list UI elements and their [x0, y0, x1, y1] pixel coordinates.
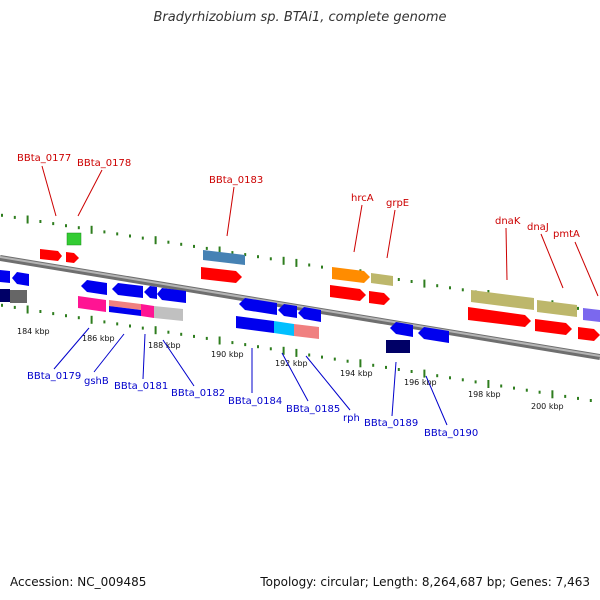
gene-feature[interactable]	[332, 267, 370, 283]
gene-label[interactable]: BBta_0184	[228, 396, 282, 407]
accession-text: Accession: NC_009485	[10, 575, 147, 589]
gene-feature[interactable]	[157, 288, 186, 303]
genome-title: Bradyrhizobium sp. BTAi1, complete genom…	[153, 10, 447, 25]
gene-features	[0, 232, 600, 353]
gene-label[interactable]: BBta_0178	[77, 158, 131, 169]
gene-feature[interactable]	[154, 306, 183, 321]
gene-feature[interactable]	[386, 340, 410, 353]
gene-feature[interactable]	[298, 307, 321, 322]
gene-feature[interactable]	[201, 267, 242, 283]
gene-label[interactable]: grpE	[386, 198, 409, 209]
gene-feature[interactable]	[81, 280, 107, 295]
gene-label[interactable]: BBta_0177	[17, 153, 71, 164]
tick-labels: 184 kbp 186 kbp 188 kbp 190 kbp 192 kbp …	[17, 327, 564, 411]
gene-feature[interactable]	[371, 273, 393, 286]
gene-feature[interactable]	[583, 308, 600, 322]
lower-gene-labels: BBta_0179 gshB BBta_0181 BBta_0182 BBta_…	[27, 371, 478, 439]
gene-feature[interactable]	[12, 272, 29, 286]
tick-label: 198 kbp	[468, 390, 501, 399]
gene-feature[interactable]	[369, 291, 390, 305]
gene-label[interactable]: dnaJ	[527, 222, 549, 233]
genome-backbone	[0, 255, 600, 360]
gene-label[interactable]: BBta_0185	[286, 404, 340, 415]
gene-feature[interactable]	[141, 304, 154, 318]
upper-tick-ruler	[1, 213, 592, 312]
tick-label: 190 kbp	[211, 350, 244, 359]
gene-label[interactable]: BBta_0183	[209, 175, 263, 186]
gene-feature[interactable]	[0, 270, 10, 283]
gene-feature[interactable]	[112, 283, 143, 298]
gene-label[interactable]: BBta_0190	[424, 428, 478, 439]
upper-callout-lines	[41, 165, 599, 297]
gene-feature[interactable]	[390, 322, 413, 337]
gene-label[interactable]: hrcA	[351, 193, 374, 204]
gene-feature[interactable]	[418, 327, 449, 343]
lower-callout-lines	[53, 327, 448, 426]
lower-tick-ruler	[1, 303, 592, 402]
tick-label: 192 kbp	[275, 359, 308, 368]
gene-label[interactable]: BBta_0182	[171, 388, 225, 399]
tick-label: 186 kbp	[82, 334, 115, 343]
gene-feature[interactable]	[40, 249, 62, 261]
gene-feature[interactable]	[471, 290, 534, 310]
gene-feature[interactable]	[203, 250, 245, 265]
tick-label: 200 kbp	[531, 402, 564, 411]
gene-label[interactable]: rph	[343, 413, 360, 424]
gene-feature[interactable]	[578, 327, 600, 341]
gene-label[interactable]: dnaK	[495, 216, 521, 227]
gene-feature[interactable]	[66, 232, 82, 246]
gene-label[interactable]: BBta_0181	[114, 381, 168, 392]
tick-label: 196 kbp	[404, 378, 437, 387]
gene-feature[interactable]	[109, 300, 141, 316]
upper-gene-labels: BBta_0177 BBta_0178 BBta_0183 hrcA grpE …	[17, 153, 580, 240]
gene-feature[interactable]	[294, 324, 319, 339]
tick-label: 194 kbp	[340, 369, 373, 378]
gene-feature[interactable]	[537, 300, 577, 317]
gene-feature[interactable]	[274, 321, 294, 336]
tick-label: 184 kbp	[17, 327, 50, 336]
gene-label[interactable]: BBta_0189	[364, 418, 418, 429]
genome-summary-text: Topology: circular; Length: 8,264,687 bp…	[260, 575, 590, 589]
gene-feature[interactable]	[78, 296, 106, 312]
gene-feature[interactable]	[468, 307, 531, 327]
gene-feature[interactable]	[239, 298, 277, 315]
gene-label[interactable]: BBta_0179	[27, 371, 81, 382]
tick-label: 188 kbp	[148, 341, 181, 350]
gene-feature[interactable]	[535, 319, 572, 335]
gene-feature[interactable]	[236, 316, 274, 333]
gene-feature[interactable]	[278, 304, 297, 318]
gene-feature[interactable]	[330, 285, 366, 301]
gene-label[interactable]: gshB	[84, 376, 109, 387]
gene-feature[interactable]	[0, 289, 27, 303]
gene-feature[interactable]	[144, 286, 157, 299]
gene-feature[interactable]	[66, 252, 79, 263]
gene-label[interactable]: pmtA	[553, 229, 580, 240]
